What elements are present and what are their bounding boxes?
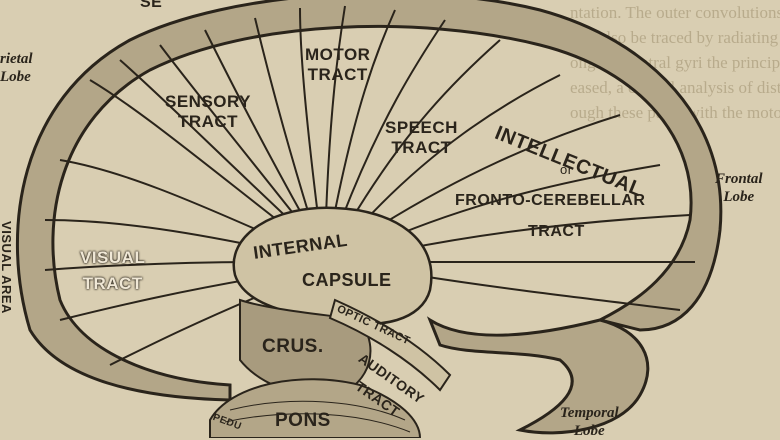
temporal-lobe-word: Lobe — [560, 422, 619, 440]
motor-tract-label: MOTOR TRACT — [305, 45, 370, 85]
motor-word: MOTOR — [305, 45, 370, 65]
visual-tract-label: VISUAL TRACT — [80, 248, 145, 294]
temporal-lobe-label: Temporal Lobe — [560, 404, 619, 440]
top-partial-label: SE — [140, 0, 162, 12]
visual-tract-word: TRACT — [80, 274, 145, 294]
sensory-tract-word: TRACT — [165, 112, 251, 132]
frontal-lobe-word: Lobe — [715, 188, 763, 206]
frontal-lobe-label: Frontal Lobe — [715, 170, 763, 206]
frontal-word: Frontal — [715, 170, 763, 188]
speech-tract-label: SPEECH TRACT — [385, 118, 458, 158]
motor-tract-word: TRACT — [305, 65, 370, 85]
sensory-tract-label: SENSORY TRACT — [165, 92, 251, 132]
speech-tract-word: TRACT — [385, 138, 458, 158]
pons-label: PONS — [275, 410, 331, 432]
temporal-word: Temporal — [560, 404, 619, 422]
parietal-lobe-label: rietal Lobe — [0, 50, 33, 86]
sensory-word: SENSORY — [165, 92, 251, 112]
crus-label: CRUS. — [262, 336, 324, 358]
parietal-lobe-word: Lobe — [0, 68, 33, 86]
fronto-cerebellar-label: FRONTO-CEREBELLAR — [455, 192, 645, 210]
visual-word: VISUAL — [80, 248, 145, 268]
or-label: or — [560, 162, 573, 177]
speech-word: SPEECH — [385, 118, 458, 138]
visual-area-label: VISUAL AREA — [0, 221, 14, 314]
fronto-tract-label: TRACT — [528, 223, 585, 241]
parietal-word: rietal — [0, 50, 33, 68]
capsule-label: CAPSULE — [302, 270, 392, 291]
